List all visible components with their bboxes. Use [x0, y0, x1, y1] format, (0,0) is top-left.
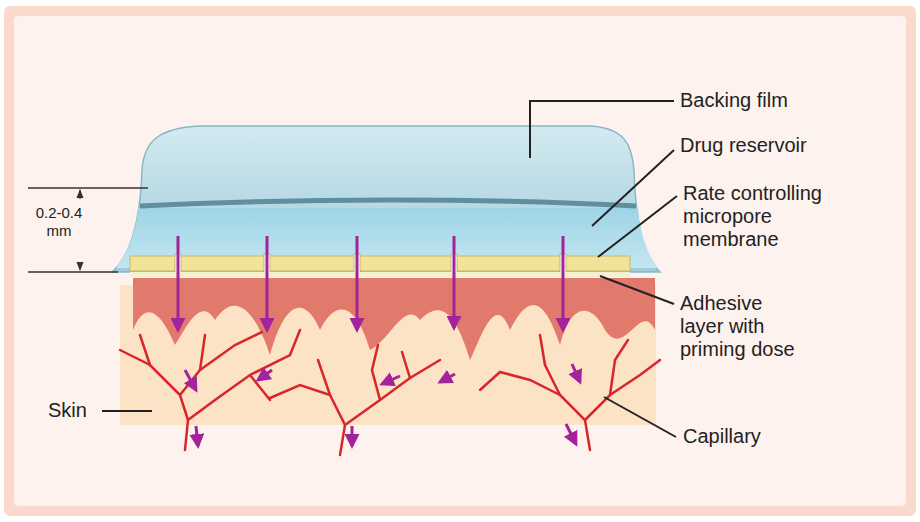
panel — [14, 16, 906, 506]
film-edge — [140, 200, 636, 206]
capillary-network — [120, 330, 660, 455]
backing-film — [112, 126, 660, 272]
epidermis — [133, 278, 655, 360]
drug-flow-arrows — [178, 236, 580, 446]
dimension-label: 0.2-0.4 mm — [30, 204, 88, 240]
part-label: Skin — [48, 399, 98, 422]
micropore-membrane — [130, 256, 630, 271]
micropores — [175, 254, 566, 273]
part-label: Adhesive layer with priming dose — [680, 292, 808, 361]
frame — [4, 6, 916, 516]
part-label: Backing film — [680, 89, 880, 112]
thickness-dimension — [28, 188, 148, 272]
adhesive-layer — [130, 272, 630, 277]
part-label: Rate controlling micropore membrane — [683, 182, 861, 251]
leader-lines — [102, 101, 677, 437]
part-label: Drug reservoir — [680, 134, 880, 157]
part-label: Capillary — [683, 425, 833, 448]
